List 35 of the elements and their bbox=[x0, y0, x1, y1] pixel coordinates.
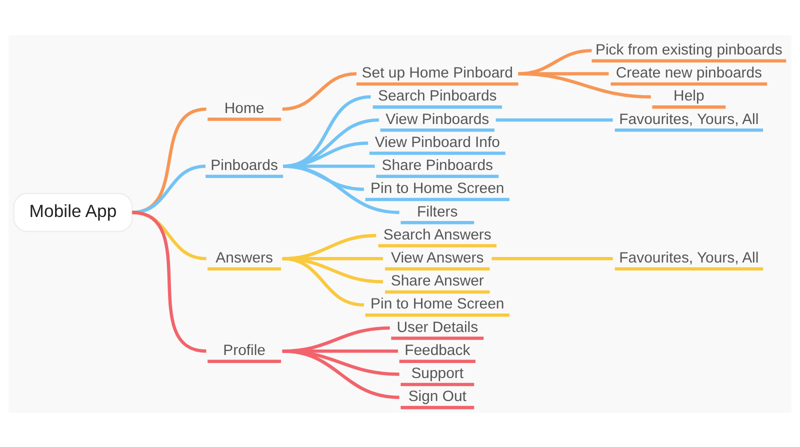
node-text: Share Pinboards bbox=[382, 156, 494, 174]
node-text: Support bbox=[411, 364, 464, 382]
connector bbox=[518, 72, 651, 98]
node-text: Pinboards bbox=[210, 156, 278, 174]
connector bbox=[132, 107, 206, 214]
node-text: View Answers bbox=[391, 248, 484, 266]
node-text: User Details bbox=[396, 318, 478, 336]
connector bbox=[132, 210, 207, 352]
node-text: Sign Out bbox=[408, 388, 466, 405]
connector bbox=[282, 256, 364, 306]
node-text: Set up Home Pinboard bbox=[362, 64, 513, 82]
node-text: Home bbox=[224, 99, 264, 116]
node-text: View Pinboards bbox=[386, 110, 490, 128]
node-text: Filters bbox=[417, 202, 458, 220]
node-text: Share Answer bbox=[390, 272, 484, 290]
node-text: Help bbox=[674, 87, 704, 104]
node-text: Pick from existing pinboards bbox=[596, 40, 782, 58]
connector bbox=[282, 164, 400, 214]
node-text: Search Answers bbox=[383, 226, 492, 243]
node-text: Pin to Home Screen bbox=[370, 295, 504, 312]
node-text: Favourites, Yours, All bbox=[619, 110, 759, 128]
connector bbox=[496, 118, 613, 122]
node-text: Feedback bbox=[404, 341, 470, 358]
connector bbox=[492, 256, 613, 260]
node-text: Profile bbox=[223, 341, 266, 358]
node-text: View Pinboard Info bbox=[374, 133, 500, 150]
connector bbox=[282, 349, 400, 398]
node-text: Pin to Home Screen bbox=[370, 180, 504, 197]
node-text: Favourites, Yours, All bbox=[619, 248, 759, 266]
node-text: Search Pinboards bbox=[378, 87, 497, 104]
node-text: Answers bbox=[216, 248, 273, 266]
connector bbox=[282, 72, 357, 110]
node-box: Mobile App bbox=[13, 192, 133, 232]
node-text: Create new pinboards bbox=[616, 64, 762, 82]
connector bbox=[132, 164, 206, 214]
